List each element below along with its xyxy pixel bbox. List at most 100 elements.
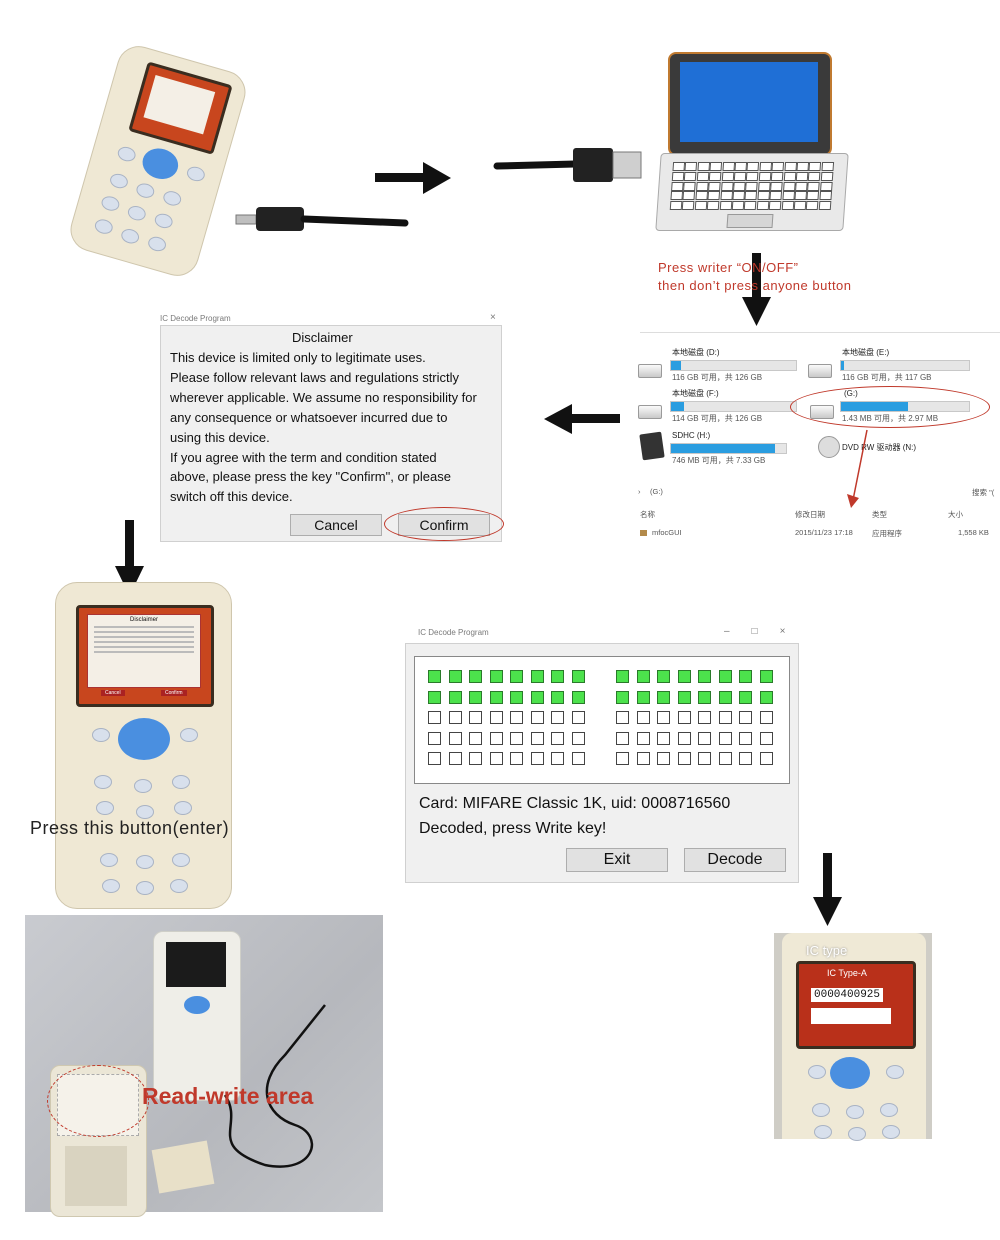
keyboard-key <box>720 181 734 191</box>
arrow-right-icon <box>375 162 451 194</box>
disclaimer-line: This device is limited only to legitimat… <box>170 350 426 365</box>
keyboard-key <box>682 191 696 201</box>
sector-cell-empty <box>489 711 503 724</box>
sector-cell-empty <box>698 752 711 765</box>
drive-size: 746 MB 可用，共 7.33 GB <box>672 456 766 465</box>
keyboard-key <box>782 181 796 191</box>
disclaimer-line: above, please press the key "Confirm", o… <box>170 469 451 484</box>
drive-name[interactable]: SDHC (H:) <box>672 431 711 440</box>
keyboard-key <box>821 162 834 171</box>
sector-cell-empty <box>469 731 482 745</box>
sector-cell-decoded <box>428 690 441 704</box>
sector-cell-empty <box>739 752 752 765</box>
keyboard-key <box>697 162 710 171</box>
sector-cell-decoded <box>530 670 544 683</box>
keyboard-key <box>781 201 794 211</box>
keyboard-key <box>721 171 735 181</box>
ic-type-label: IC Type-A <box>827 968 867 978</box>
sector-cell-empty <box>571 752 585 765</box>
dvd-drive-icon <box>818 436 840 458</box>
drive-usage-bar <box>670 360 797 371</box>
arrow-down-icon <box>115 520 144 596</box>
sector-cell-decoded <box>698 690 711 704</box>
keyboard-key <box>819 191 832 201</box>
final-device-photo: IC Type-A 0000400925 IC type <box>774 933 932 1141</box>
keyboard-key <box>684 171 697 181</box>
device-disclaimer-heading: Disclaimer <box>129 617 158 623</box>
drive-size: 114 GB 可用，共 126 GB <box>672 414 763 423</box>
window-controls-icon[interactable]: –□× <box>724 626 808 637</box>
drive-usage-bar <box>840 360 970 371</box>
column-header-size[interactable]: 大小 <box>948 510 963 519</box>
sector-cell-empty <box>636 752 650 765</box>
sector-cell-decoded <box>448 670 462 683</box>
drive-usage-fill <box>841 361 844 370</box>
column-header-date[interactable]: 修改日期 <box>795 510 825 519</box>
sector-cell-decoded <box>448 690 462 704</box>
sector-cell-empty <box>677 731 691 745</box>
decode-button[interactable]: Decode <box>684 848 786 872</box>
arrow-left-icon <box>544 404 620 434</box>
laptop-screen <box>680 62 818 142</box>
sector-cell-decoded <box>718 670 732 683</box>
sector-cell-empty <box>739 711 752 724</box>
disclaimer-line: any consequence or whatsoever incurred d… <box>170 410 448 425</box>
address-bar[interactable]: (G:) <box>650 487 663 496</box>
sector-cell-decoded <box>718 690 732 704</box>
sector-cell-decoded <box>469 690 482 704</box>
drive-size: 116 GB 可用，共 117 GB <box>842 373 932 382</box>
sector-cell-empty <box>636 731 650 745</box>
search-box[interactable]: 搜索 "( <box>972 488 995 497</box>
disclaimer-line: Please follow relevant laws and regulati… <box>170 370 460 385</box>
sector-cell-empty <box>551 711 564 724</box>
keyboard-key <box>759 162 772 171</box>
keyboard-key <box>708 171 722 181</box>
device-dpad <box>118 718 170 760</box>
instruction-press-onoff: Press writer “ON/OFF” <box>658 260 799 275</box>
highlight-oval-drive-g <box>790 386 990 428</box>
keyboard-key <box>807 181 821 191</box>
read-write-area-caption: Read-write area <box>142 1083 314 1109</box>
drive-name[interactable]: 本地磁盘 (F:) <box>672 389 719 398</box>
press-enter-caption: Press this button(enter) <box>30 818 230 838</box>
sector-cell-decoded <box>616 690 629 704</box>
exit-button[interactable]: Exit <box>566 848 668 872</box>
keyboard-key <box>784 162 797 171</box>
close-icon[interactable]: × <box>490 312 496 323</box>
uid-value: 0000400925 <box>811 988 884 1002</box>
sector-cell-empty <box>677 752 691 765</box>
disclaimer-line: wherever applicable. We assume no respon… <box>170 390 477 405</box>
sector-cell-empty <box>469 752 482 765</box>
drive-name[interactable]: 本地磁盘 (D:) <box>672 348 720 357</box>
drive-icon <box>808 364 832 378</box>
sector-cell-decoded <box>636 690 650 704</box>
keyboard-key <box>731 201 745 211</box>
enter-key[interactable] <box>96 801 114 815</box>
sector-cell-decoded <box>510 690 523 704</box>
sector-cell-empty <box>698 731 711 745</box>
keyboard-key <box>769 191 783 201</box>
drive-icon <box>638 405 662 419</box>
sector-cell-empty <box>718 711 732 724</box>
sector-cell-empty <box>448 711 462 724</box>
keyboard-key <box>709 162 723 171</box>
drive-name[interactable]: 本地磁盘 (E:) <box>842 348 890 357</box>
keyboard-key <box>734 162 748 171</box>
sector-cell-decoded <box>489 690 503 704</box>
keyboard-key <box>722 162 735 171</box>
disclaimer-heading: Disclaimer <box>292 330 353 345</box>
sector-cell-empty <box>759 711 773 724</box>
sector-cell-decoded <box>677 690 691 704</box>
sector-cell-empty <box>698 711 711 724</box>
column-header-type[interactable]: 类型 <box>872 510 887 519</box>
keyboard-key <box>820 171 834 181</box>
keyboard-key <box>695 191 708 201</box>
keyboard-key <box>745 181 759 191</box>
file-name[interactable]: mfocGUI <box>652 528 682 537</box>
sector-cell-empty <box>616 711 629 724</box>
keyboard-key <box>672 162 686 171</box>
drive-name[interactable]: DVD RW 驱动器 (N:) <box>842 443 917 452</box>
cancel-button[interactable]: Cancel <box>290 514 382 536</box>
sector-cell-decoded <box>616 670 629 683</box>
column-header-name[interactable]: 名称 <box>640 510 655 519</box>
